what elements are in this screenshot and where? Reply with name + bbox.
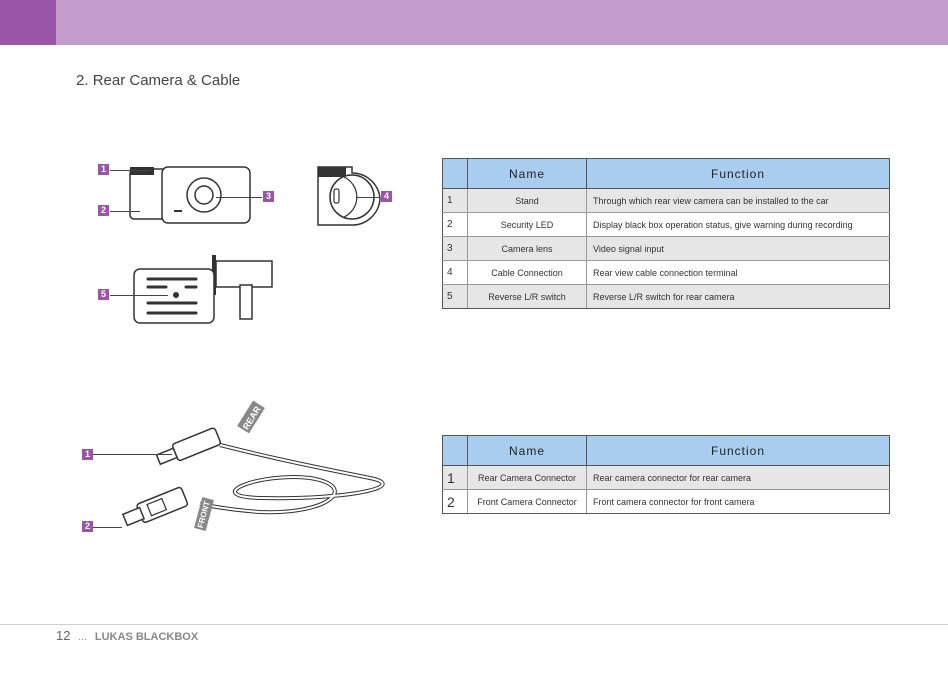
row-function: Rear view cable connection terminal [586, 260, 890, 285]
leader-line [110, 170, 150, 171]
table-row: 1 Stand Through which rear view camera c… [442, 188, 890, 213]
callout-badge: 2 [98, 205, 109, 216]
name-header: Name [467, 435, 587, 466]
row-name: Camera lens [467, 236, 587, 261]
row-function: Video signal input [586, 236, 890, 261]
footer-dots: ... [78, 631, 88, 643]
row-function: Reverse L/R switch for rear camera [586, 284, 890, 309]
function-header: Function [586, 158, 890, 189]
row-name: Reverse L/R switch [467, 284, 587, 309]
footer-brand: LUKAS BLACKBOX [94, 631, 199, 643]
section-title-text: Rear Camera & Cable [92, 72, 241, 89]
callout-badge: 1 [98, 164, 109, 175]
row-name: Rear Camera Connector [467, 465, 587, 490]
row-function: Rear camera connector for rear camera [586, 465, 890, 490]
table-row: 1 Rear Camera Connector Rear camera conn… [442, 465, 890, 490]
row-index: 5 [442, 284, 468, 309]
row-name: Stand [467, 188, 587, 213]
front-label-bg [194, 496, 214, 532]
top-band [0, 0, 948, 45]
rear-camera-figure [90, 155, 400, 335]
table-header-row: Name Function [442, 158, 890, 189]
section-number: 2. [76, 72, 89, 89]
callout-badge: 5 [98, 289, 109, 300]
row-name: Front Camera Connector [467, 489, 587, 514]
row-index: 2 [442, 212, 468, 237]
index-header [442, 435, 468, 466]
row-function: Through which rear view camera can be in… [586, 188, 890, 213]
cable-parts-table: Name Function 1 Rear Camera Connector Re… [442, 435, 890, 514]
function-header: Function [586, 435, 890, 466]
rear-camera-drawing [129, 166, 381, 324]
leader-line [356, 197, 380, 198]
leader-line [92, 454, 172, 455]
callout-badge: 4 [381, 191, 392, 202]
camera-parts-table: Name Function 1 Stand Through which rear… [442, 158, 890, 309]
cable-figure [110, 400, 390, 550]
rear-label-bg [237, 400, 265, 434]
row-index: 1 [442, 465, 468, 490]
leader-line [216, 197, 262, 198]
table-row: 5 Reverse L/R switch Reverse L/R switch … [442, 284, 890, 309]
callout-badge: 1 [82, 449, 93, 460]
leader-line [110, 211, 140, 212]
callout-badge: 3 [263, 191, 274, 202]
name-header: Name [467, 158, 587, 189]
page-title: 2. Rear Camera & Cable [76, 72, 240, 89]
callout-badge: 2 [82, 521, 93, 532]
leader-line [110, 295, 168, 296]
row-index: 2 [442, 489, 468, 514]
cable-drawing [121, 400, 385, 532]
table-row: 4 Cable Connection Rear view cable conne… [442, 260, 890, 285]
table-row: 2 Front Camera Connector Front camera co… [442, 489, 890, 514]
row-function: Display black box operation status, give… [586, 212, 890, 237]
page-number: 12 [56, 628, 71, 643]
row-name: Cable Connection [467, 260, 587, 285]
table-row: 2 Security LED Display black box operati… [442, 212, 890, 237]
page-footer: 12 ... LUKAS BLACKBOX [56, 628, 198, 643]
row-function: Front camera connector for front camera [586, 489, 890, 514]
index-header [442, 158, 468, 189]
row-index: 4 [442, 260, 468, 285]
row-name: Security LED [467, 212, 587, 237]
leader-line [92, 527, 122, 528]
row-index: 1 [442, 188, 468, 213]
top-tab [0, 0, 56, 45]
table-row: 3 Camera lens Video signal input [442, 236, 890, 261]
footer-divider [0, 624, 948, 625]
table-header-row: Name Function [442, 435, 890, 466]
row-index: 3 [442, 236, 468, 261]
